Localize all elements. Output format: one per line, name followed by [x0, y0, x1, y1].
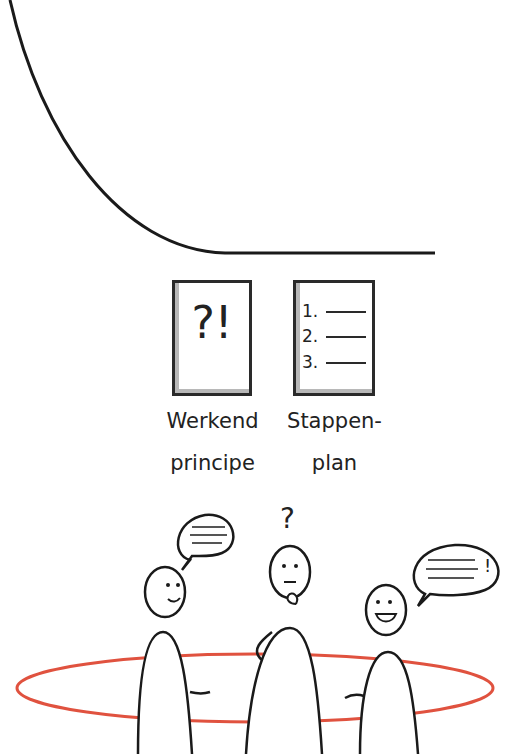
card-symbol: ?! [175, 301, 249, 345]
list-number: 2. [302, 328, 318, 345]
list-number: 1. [302, 303, 318, 320]
person-arm [257, 632, 272, 660]
person-mouth [376, 614, 396, 622]
speech-bubble [414, 545, 499, 606]
person-eye [166, 583, 170, 587]
speech-lines [190, 527, 227, 543]
list-line [326, 336, 366, 338]
speech-lines [426, 560, 478, 578]
person-hand [287, 594, 297, 604]
decay-curve [10, 0, 435, 253]
person-eye [176, 583, 180, 587]
person-body [246, 628, 322, 754]
person-body [138, 632, 192, 754]
card-heading: Stappen- plan [277, 400, 392, 484]
person-mouth [284, 581, 296, 583]
card-node: 1.2.3.Stappen- plan [277, 280, 392, 470]
speech-bubble [178, 515, 233, 570]
question-mark: ? [280, 505, 295, 533]
person-head [145, 567, 185, 617]
person-head [366, 585, 406, 635]
person-eye [388, 600, 392, 604]
list-line [326, 362, 366, 364]
person-eye [282, 564, 286, 568]
card: ?! [172, 280, 252, 396]
card-heading: Werkend principe [150, 400, 275, 484]
person-head [270, 546, 310, 598]
person-eye [294, 564, 298, 568]
person-hand [190, 692, 210, 694]
card: 1. 2. 3. [293, 280, 375, 396]
exclamation-mark: ! [484, 557, 491, 575]
person-hand [345, 695, 364, 698]
list-line [326, 311, 366, 313]
list-number: 3. [302, 354, 318, 371]
person-body [360, 652, 418, 754]
person-eye [376, 600, 380, 604]
card-node: ?!Werkend principe [150, 280, 275, 470]
person-mouth [168, 598, 180, 602]
